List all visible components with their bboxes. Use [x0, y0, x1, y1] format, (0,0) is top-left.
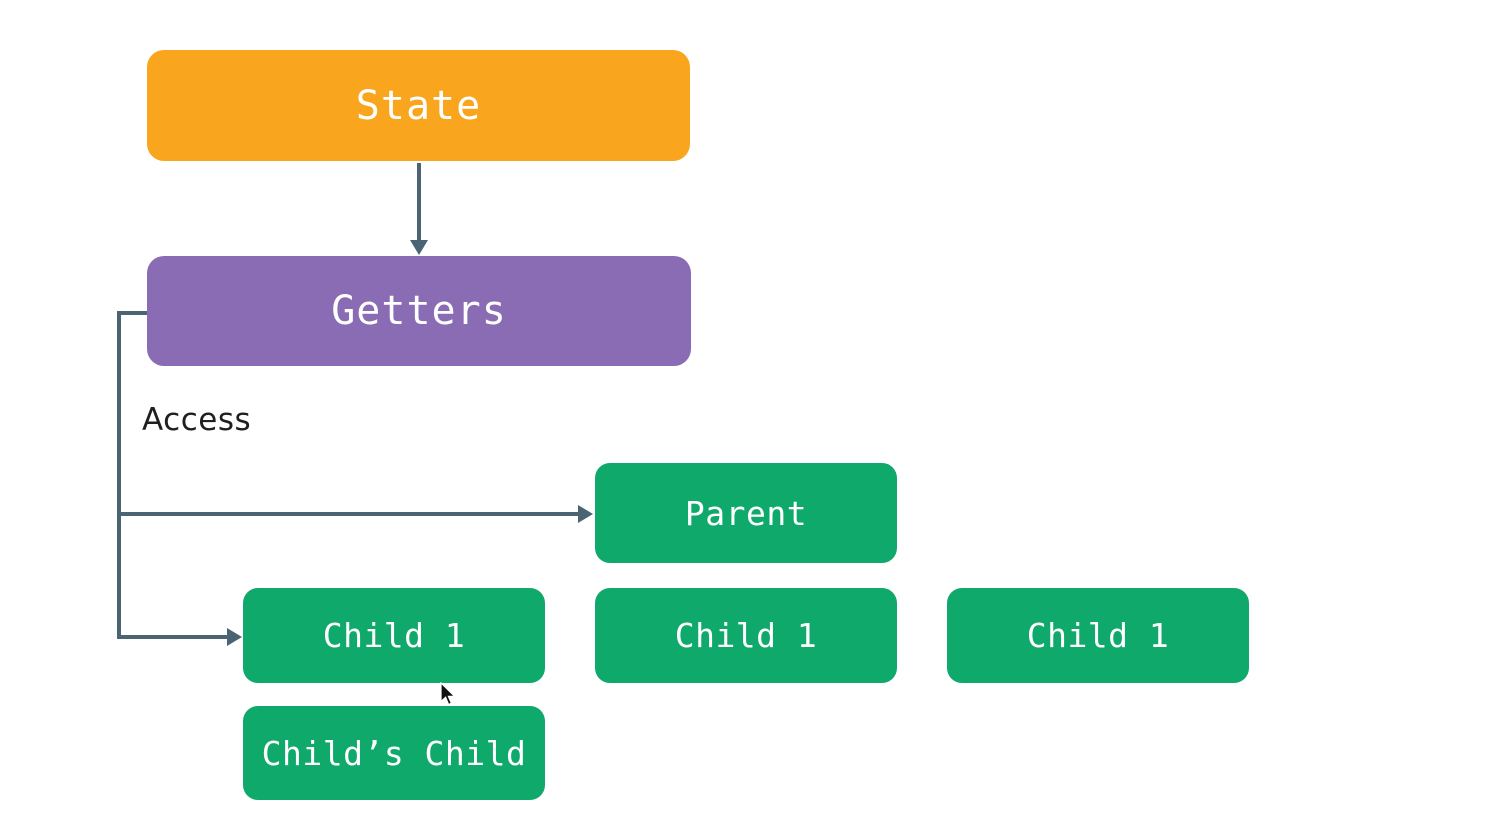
node-child1-right-label: Child 1: [1026, 616, 1170, 655]
node-child1-middle: Child 1: [595, 588, 897, 683]
node-getters: Getters: [147, 256, 691, 366]
node-state-label: State: [355, 82, 482, 129]
node-state: State: [147, 50, 690, 161]
node-child1-left-label: Child 1: [322, 616, 466, 655]
node-parent-label: Parent: [684, 493, 808, 533]
mouse-cursor-icon: [440, 682, 457, 706]
arrowhead-getters-to-child1: [227, 628, 242, 646]
node-childs-child-label: Child’s Child: [261, 733, 527, 773]
arrowhead-getters-to-parent: [578, 505, 593, 523]
node-getters-label: Getters: [331, 288, 507, 334]
arrowhead-state-to-getters: [410, 240, 428, 255]
mouse-cursor-shape: [440, 682, 457, 706]
node-child1-right: Child 1: [947, 588, 1249, 683]
node-childs-child: Child’s Child: [243, 706, 545, 800]
edge-label-access: Access: [142, 402, 252, 438]
node-child1-left: Child 1: [243, 588, 545, 683]
node-child1-middle-label: Child 1: [674, 616, 818, 655]
node-parent: Parent: [595, 463, 897, 563]
